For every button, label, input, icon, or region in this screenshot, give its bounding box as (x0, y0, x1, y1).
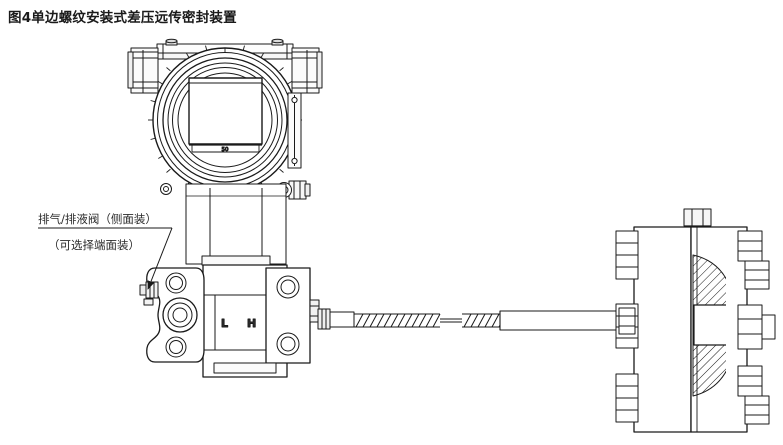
capillary-fitting-left (317, 308, 355, 330)
capillary-straight-run (499, 310, 635, 331)
display-dimension (191, 145, 260, 153)
capillary-armor-segment-1 (354, 313, 441, 328)
conduit-port-left (127, 47, 159, 94)
process-flange-bottom-stub (213, 362, 277, 374)
seal-flange-bolts-right (737, 230, 776, 425)
seal-flange-plate-left (633, 226, 692, 433)
capillary-bare-middle (440, 318, 462, 323)
process-flange-left-cover (146, 267, 205, 363)
conduit-port-right (291, 47, 323, 94)
port-label-high: H (247, 317, 256, 330)
vent-valve-callout-line1: 排气/排液阀（侧面装） (38, 212, 157, 226)
transmitter-neck (185, 183, 287, 266)
vent-valve-callout (38, 227, 173, 290)
display-dimension-label: 50 (222, 147, 229, 153)
figure-title: 图4单边螺纹安装式差压远传密封装置 (8, 10, 237, 26)
vent-valve-callout-line2: （可选择端面装） (48, 238, 140, 252)
capillary-armor-segment-2 (462, 313, 506, 328)
display-window (188, 77, 263, 146)
housing-side-bracket (287, 92, 302, 169)
seal-flange-top-plug (683, 208, 712, 227)
process-flange-right-cover (265, 267, 320, 364)
diaphragm-seal-element (692, 254, 726, 397)
capillary-fitting-right (618, 307, 636, 335)
port-label-low: L (221, 317, 228, 330)
housing-lower-lug (160, 183, 172, 195)
